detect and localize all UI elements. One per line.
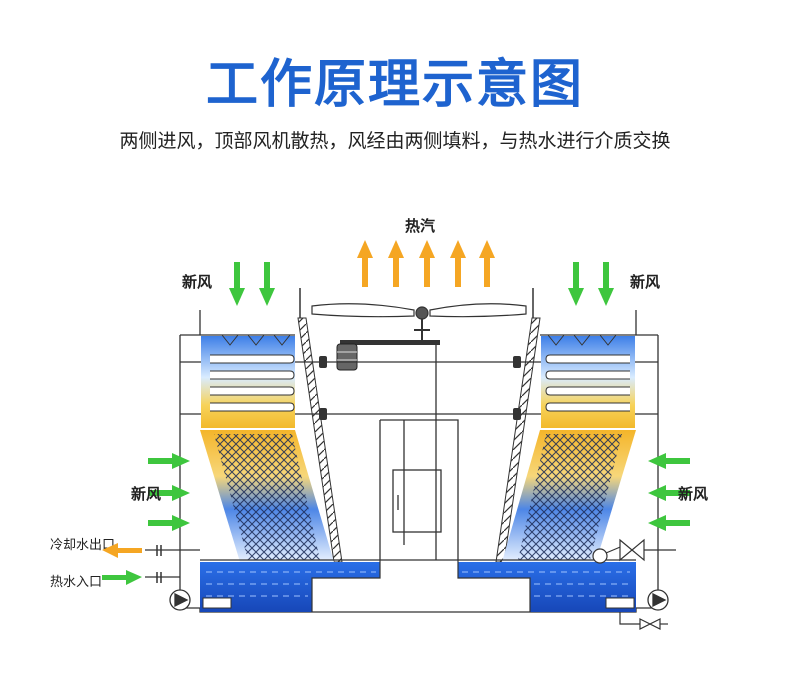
fan xyxy=(311,303,527,345)
fresh-air-top-arrows xyxy=(229,262,614,306)
right-arrow-icon xyxy=(148,485,190,501)
outlet-arrow-icon xyxy=(102,543,142,558)
down-arrow-icon xyxy=(229,262,245,306)
page-title: 工作原理示意图 xyxy=(205,55,584,115)
steam-arrow-icon xyxy=(357,240,373,287)
pump-right-icon xyxy=(647,589,669,611)
left-arrow-icon xyxy=(648,453,690,469)
left-fill-media xyxy=(200,430,334,562)
steam-arrow-icon xyxy=(388,240,404,287)
drain-valve-icon xyxy=(619,612,668,630)
right-arrow-icon xyxy=(148,453,190,469)
fresh-air-top-left-label: 新风 xyxy=(182,273,212,291)
page-subtitle: 两侧进风，顶部风机散热，风经由两侧填料，与热水进行介质交换 xyxy=(119,130,671,152)
fresh-air-mid-right-label: 新风 xyxy=(678,485,708,503)
steam-arrow-icon xyxy=(479,240,495,287)
steam-arrow-icon xyxy=(419,240,435,287)
hot-steam-label: 热汽 xyxy=(405,217,435,235)
steam-arrow-icon xyxy=(450,240,466,287)
inlet-arrow-icon xyxy=(102,570,142,585)
hot-steam-arrows xyxy=(357,240,495,287)
float-valve-icon xyxy=(592,538,676,564)
left-coil-section xyxy=(201,334,295,428)
right-fill-media xyxy=(502,430,636,562)
pipe-connectors xyxy=(319,356,521,420)
right-coil-section xyxy=(541,334,635,428)
fan-blade-left xyxy=(311,303,415,318)
fresh-air-right-arrows xyxy=(648,453,690,531)
fresh-air-left-arrows xyxy=(148,453,190,531)
fresh-air-mid-left-label: 新风 xyxy=(131,485,161,503)
fan-hub xyxy=(415,306,429,320)
fresh-air-top-right-label: 新风 xyxy=(630,273,660,291)
fan-blade-right xyxy=(429,303,527,318)
cooling-water-outlet-label: 冷却水出口 xyxy=(50,538,115,553)
left-arrow-icon xyxy=(648,485,690,501)
water-basin xyxy=(200,559,636,612)
left-arrow-icon xyxy=(648,515,690,531)
motor xyxy=(336,340,440,371)
hot-water-inlet-label: 热水入口 xyxy=(50,575,102,590)
pump-left-icon xyxy=(169,589,191,611)
down-arrow-icon xyxy=(598,262,614,306)
down-arrow-icon xyxy=(568,262,584,306)
right-arrow-icon xyxy=(148,515,190,531)
down-arrow-icon xyxy=(259,262,275,306)
